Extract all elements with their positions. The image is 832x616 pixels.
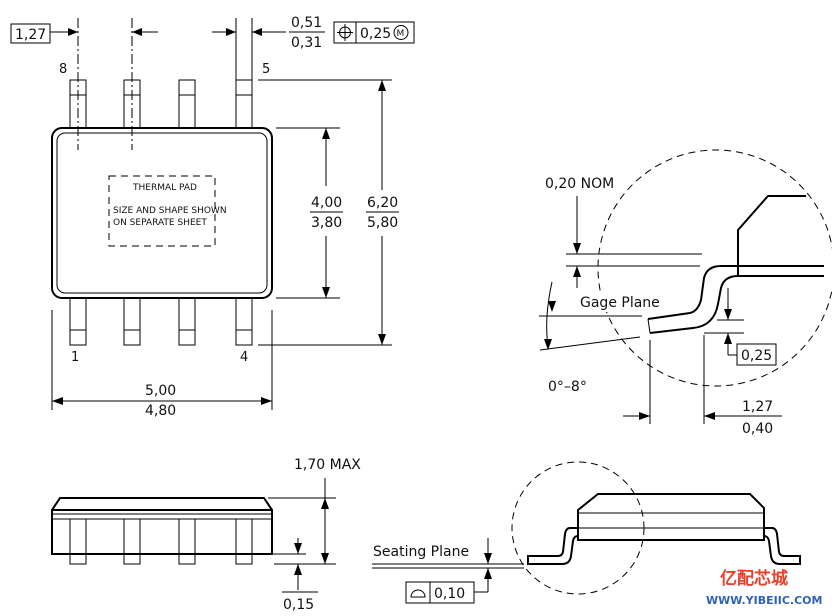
lead-bottom-2 bbox=[123, 297, 141, 346]
angle-label: 0°–8° bbox=[548, 379, 587, 395]
lead-profile bbox=[647, 265, 824, 320]
lead-width-min: 0,31 bbox=[291, 35, 322, 51]
side-lead-2 bbox=[123, 518, 141, 565]
package-body-outer bbox=[51, 127, 273, 299]
flatness-tolerance-frame: 0,10 bbox=[405, 581, 488, 604]
thermal-pad-title: THERMAL PAD bbox=[132, 183, 197, 193]
mmc-modifier-letter: M bbox=[397, 29, 405, 39]
body-length-dimension: 5,00 4,80 bbox=[51, 310, 273, 419]
surface-profile-icon bbox=[410, 589, 426, 598]
side-body-bottom bbox=[51, 509, 273, 555]
body-length-min: 4,80 bbox=[145, 403, 176, 419]
pin-4-label: 4 bbox=[240, 350, 248, 365]
lead-top-6 bbox=[178, 79, 196, 129]
side-body-top bbox=[51, 497, 273, 511]
side-lead-3 bbox=[178, 518, 196, 565]
package-body-inner bbox=[56, 132, 268, 294]
body-width-max: 4,00 bbox=[311, 195, 342, 211]
side-view: 1,70 MAX 0,15 bbox=[51, 457, 361, 613]
pin-1-label: 1 bbox=[71, 350, 79, 365]
gage-plane-label: Gage Plane bbox=[580, 295, 660, 311]
top-view: 1,27 0,51 0,31 0,2 bbox=[10, 15, 415, 419]
pin-5-label: 5 bbox=[262, 62, 270, 77]
position-tolerance-value: 0,25 bbox=[360, 26, 391, 42]
flatness-value: 0,10 bbox=[434, 586, 465, 602]
watermark-url: WWW.YIBEIIC.COM bbox=[706, 594, 822, 607]
package-body-corner bbox=[737, 195, 806, 276]
lead-bottom-1 bbox=[69, 297, 87, 346]
seating-lead-left bbox=[527, 527, 579, 565]
seating-lead-right bbox=[763, 527, 801, 565]
thermal-pad: THERMAL PAD SIZE AND SHAPE SHOWN ON SEPA… bbox=[108, 175, 227, 247]
watermark: 亿配芯城 WWW.YIBEIIC.COM bbox=[706, 568, 822, 607]
pin-8-label: 8 bbox=[59, 62, 67, 77]
foot-length-min: 0,40 bbox=[742, 421, 773, 437]
lead-thickness-label: 0,20 NOM bbox=[545, 176, 614, 192]
standoff-label: 0,15 bbox=[283, 597, 314, 613]
thermal-pad-note-2: ON SEPARATE SHEET bbox=[113, 218, 207, 228]
gage-offset-label: 0,25 bbox=[741, 348, 772, 364]
seating-plane-view: Seating Plane 0,10 bbox=[372, 461, 801, 604]
position-symbol-icon bbox=[337, 24, 353, 41]
total-width-max: 6,20 bbox=[367, 195, 398, 211]
total-width-dimension: 6,20 5,80 bbox=[258, 79, 399, 346]
side-lead-1 bbox=[69, 518, 87, 565]
foot-length-max: 1,27 bbox=[742, 399, 773, 415]
body-length-max: 5,00 bbox=[145, 383, 176, 399]
lead-bottom-4 bbox=[235, 297, 253, 346]
position-tolerance-frame: 0,25 M bbox=[333, 21, 415, 44]
pitch-label: 1,27 bbox=[15, 27, 46, 43]
lead-bottom-3 bbox=[178, 297, 196, 346]
watermark-cn: 亿配芯城 bbox=[720, 568, 788, 589]
seating-plane-label: Seating Plane bbox=[373, 544, 469, 560]
thermal-pad-note-1: SIZE AND SHAPE SHOWN bbox=[113, 206, 227, 216]
pitch-dimension: 1,27 bbox=[10, 23, 158, 44]
height-max-label: 1,70 MAX bbox=[294, 457, 361, 473]
lead-detail-view: 0,20 NOM Gage Plane 0,25 0°–8° bbox=[539, 149, 832, 437]
lead-width-max: 0,51 bbox=[291, 15, 322, 31]
side-lead-4 bbox=[235, 518, 253, 565]
lead-top-5 bbox=[235, 79, 253, 129]
body-width-min: 3,80 bbox=[311, 215, 342, 231]
body-width-dimension: 4,00 3,80 bbox=[276, 127, 343, 299]
mmc-modifier-icon bbox=[393, 25, 409, 40]
detail-circle bbox=[597, 149, 832, 387]
lead-width-dimension: 0,51 0,31 bbox=[212, 15, 325, 80]
total-width-min: 5,80 bbox=[367, 215, 398, 231]
